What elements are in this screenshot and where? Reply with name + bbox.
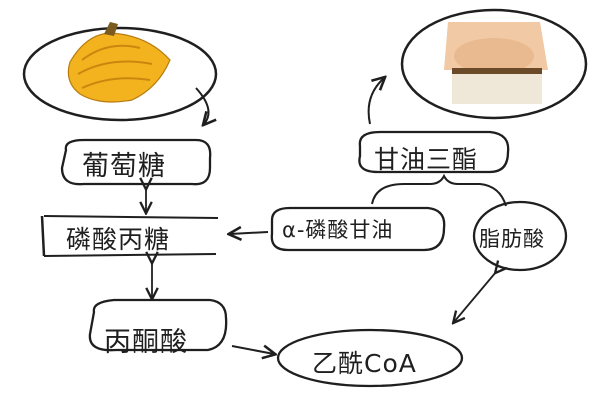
banana-bubble bbox=[22, 22, 218, 122]
arrow-tg-to-belly bbox=[367, 78, 384, 125]
tg-box bbox=[358, 130, 510, 174]
acetyl-coa-label: 乙酰CoA bbox=[312, 349, 417, 378]
alpha-glycerophosphate-label: α-磷酸甘油 bbox=[282, 218, 394, 242]
banana-bunch-image bbox=[67, 22, 171, 103]
alpha-box bbox=[270, 206, 446, 252]
belly-image bbox=[444, 22, 548, 104]
arrow-alpha-to-g3p bbox=[230, 232, 269, 234]
belly-bubble bbox=[400, 8, 588, 120]
g3p-box bbox=[40, 215, 219, 257]
arrow-pyruvate-to-acoa bbox=[231, 346, 274, 354]
tg-brace bbox=[371, 173, 507, 207]
triglyceride-label: 甘油三酯 bbox=[374, 145, 479, 174]
fatty-acid-label: 脂肪酸 bbox=[479, 227, 545, 251]
arrow-fa-acoa bbox=[454, 272, 496, 322]
fa-box bbox=[472, 200, 568, 272]
glyceraldehyde-3-phosphate-label: 磷酸丙糖 bbox=[66, 225, 171, 254]
arrow-banana-to-glucose bbox=[195, 87, 209, 124]
acoa-box bbox=[276, 328, 464, 388]
glucose-label: 葡萄糖 bbox=[82, 151, 166, 182]
pyruvate-box bbox=[88, 298, 228, 352]
pyruvate-label: 丙酮酸 bbox=[104, 327, 188, 358]
glucose-box bbox=[60, 138, 212, 186]
